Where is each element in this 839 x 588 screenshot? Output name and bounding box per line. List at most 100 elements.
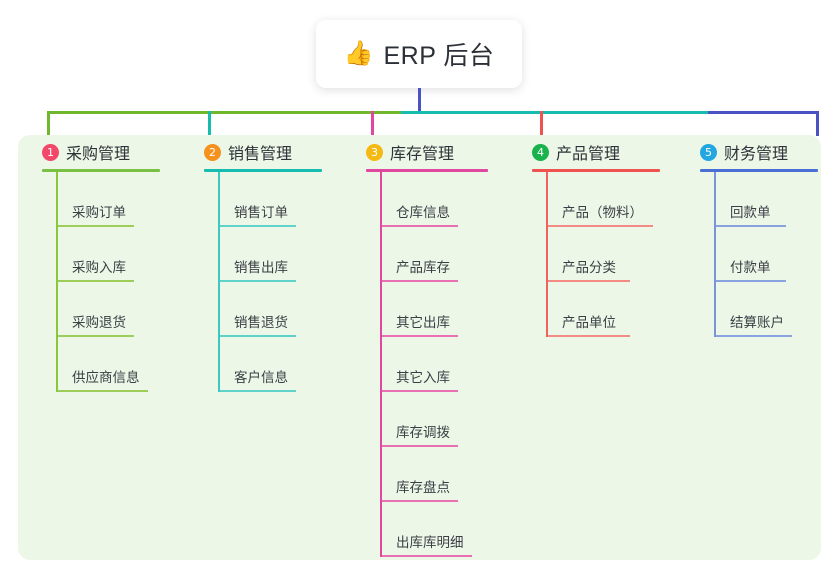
list-item-underline (548, 280, 630, 282)
list-item[interactable]: 销售订单 (220, 172, 352, 227)
connector-drop-column-3 (371, 111, 374, 151)
list-item-label: 销售退货 (234, 315, 288, 330)
list-item[interactable]: 销售退货 (220, 282, 352, 337)
connector-drop-column-1 (47, 111, 50, 136)
mindmap-column-5: 5 财务管理回款单付款单结算账户 (688, 135, 823, 337)
list-item[interactable]: 出库库明细 (382, 502, 519, 557)
column-items-list: 采购订单采购入库采购退货供应商信息 (56, 172, 190, 392)
list-item-label: 产品库存 (396, 260, 450, 275)
mindmap-column-2: 2 销售管理销售订单销售出库销售退货客户信息 (192, 135, 352, 392)
list-item[interactable]: 结算账户 (716, 282, 823, 337)
list-item-label: 客户信息 (234, 370, 288, 385)
column-title: 销售管理 (228, 146, 293, 163)
list-item[interactable]: 回款单 (716, 172, 823, 227)
list-item-underline (220, 390, 296, 392)
column-items-list: 回款单付款单结算账户 (714, 172, 823, 337)
list-item-label: 出库库明细 (396, 535, 464, 550)
list-item-underline (548, 225, 653, 227)
list-item-underline (716, 335, 792, 337)
list-item-underline (58, 390, 148, 392)
list-item[interactable]: 库存调拨 (382, 392, 519, 447)
list-item[interactable]: 仓库信息 (382, 172, 519, 227)
list-item-label: 库存盘点 (396, 480, 450, 495)
list-item[interactable]: 供应商信息 (58, 337, 190, 392)
list-item[interactable]: 客户信息 (220, 337, 352, 392)
list-item-underline (58, 335, 134, 337)
list-item[interactable]: 产品库存 (382, 227, 519, 282)
column-badge-number: 5 (700, 143, 717, 161)
list-item[interactable]: 库存盘点 (382, 447, 519, 502)
list-item[interactable]: 采购退货 (58, 282, 190, 337)
list-item-label: 其它入库 (396, 370, 450, 385)
list-item-underline (716, 225, 786, 227)
list-item-underline (382, 280, 458, 282)
list-item-underline (716, 280, 786, 282)
page-title: ERP 后台 (383, 42, 495, 70)
connector-trunk-vertical (418, 88, 421, 112)
list-item-underline (220, 280, 296, 282)
column-header-1[interactable]: 1 采购管理 (30, 135, 190, 169)
column-underline (366, 169, 488, 172)
list-item-underline (58, 225, 134, 227)
list-item-underline (58, 280, 134, 282)
list-item-underline (548, 335, 630, 337)
list-item-underline (382, 225, 458, 227)
list-item-label: 其它出库 (396, 315, 450, 330)
list-item-label: 产品分类 (562, 260, 616, 275)
list-item[interactable]: 其它入库 (382, 337, 519, 392)
list-item-label: 仓库信息 (396, 205, 450, 220)
mindmap-column-1: 1 采购管理采购订单采购入库采购退货供应商信息 (30, 135, 190, 392)
list-item-label: 采购订单 (72, 205, 126, 220)
list-item[interactable]: 采购入库 (58, 227, 190, 282)
column-title: 库存管理 (390, 146, 455, 163)
list-item[interactable]: 产品分类 (548, 227, 690, 282)
column-items-list: 仓库信息产品库存其它出库其它入库库存调拨库存盘点出库库明细 (380, 172, 519, 557)
column-underline (700, 169, 818, 172)
list-item-label: 库存调拨 (396, 425, 450, 440)
mindmap-column-4: 4 产品管理产品（物料） 产品分类产品单位 (520, 135, 690, 337)
list-item-underline (382, 335, 458, 337)
list-item[interactable]: 产品（物料） (548, 172, 690, 227)
list-item-label: 供应商信息 (72, 370, 140, 385)
connector-drop-column-4 (540, 111, 543, 151)
list-item[interactable]: 付款单 (716, 227, 823, 282)
list-item-label: 产品单位 (562, 315, 616, 330)
list-item-label: 采购入库 (72, 260, 126, 275)
column-underline (204, 169, 322, 172)
mindmap-panel: 1 采购管理采购订单采购入库采购退货供应商信息 2 销售管理销售订单销售出库销售退货客… (18, 135, 821, 560)
column-badge-number: 1 (42, 143, 59, 161)
list-item-underline (220, 335, 296, 337)
root-node-card[interactable]: 👍 ERP 后台 (316, 20, 522, 88)
list-item[interactable]: 其它出库 (382, 282, 519, 337)
thumbs-up-icon: 👍 (343, 40, 374, 67)
column-title: 采购管理 (66, 146, 131, 163)
list-item[interactable]: 采购订单 (58, 172, 190, 227)
column-badge-number: 2 (204, 143, 221, 161)
list-item[interactable]: 产品单位 (548, 282, 690, 337)
connector-bus-teal (398, 111, 708, 114)
list-item-underline (382, 555, 472, 557)
column-header-4[interactable]: 4 产品管理 (520, 135, 690, 169)
column-badge-number: 4 (532, 143, 549, 161)
list-item-label: 销售出库 (234, 260, 288, 275)
list-item-label: 回款单 (730, 205, 771, 220)
column-items-list: 销售订单销售出库销售退货客户信息 (218, 172, 352, 392)
connector-drop-column-2 (208, 111, 211, 136)
column-header-2[interactable]: 2 销售管理 (192, 135, 352, 169)
column-header-5[interactable]: 5 财务管理 (688, 135, 823, 169)
list-item-underline (382, 500, 458, 502)
list-item-underline (382, 390, 458, 392)
column-title: 财务管理 (724, 146, 789, 163)
column-title: 产品管理 (556, 146, 621, 163)
list-item-label: 销售订单 (234, 205, 288, 220)
list-item-label: 付款单 (730, 260, 771, 275)
list-item-label: 结算账户 (730, 315, 784, 330)
connector-bus-green (47, 111, 401, 114)
connector-drop-column-5 (816, 111, 819, 136)
list-item[interactable]: 销售出库 (220, 227, 352, 282)
list-item-label: 采购退货 (72, 315, 126, 330)
column-underline (42, 169, 160, 172)
list-item-underline (220, 225, 296, 227)
